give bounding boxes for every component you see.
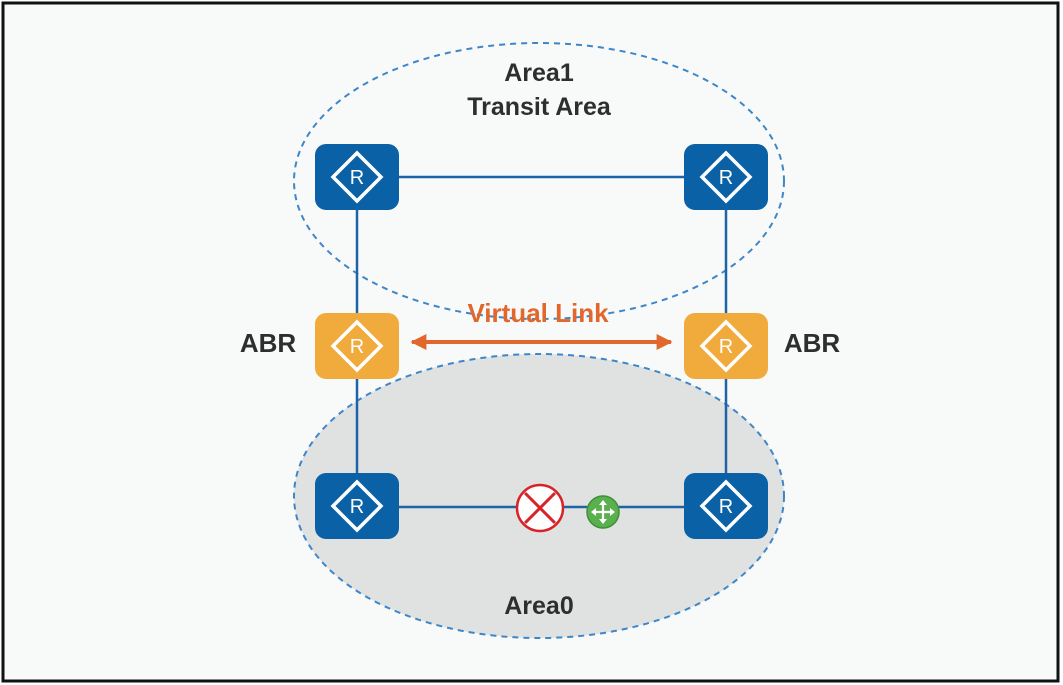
router-area1-right: R <box>684 144 768 210</box>
router-glyph: R <box>350 496 364 518</box>
virtual-link-label: Virtual Link <box>467 298 609 328</box>
area0-title: Area0 <box>504 592 574 620</box>
area1-title: Area1 <box>504 59 574 87</box>
area1-subtitle: Transit Area <box>467 93 612 121</box>
abr-right-label: ABR <box>784 328 841 358</box>
router-glyph: R <box>719 167 733 189</box>
router-abr-left: R <box>315 313 399 379</box>
router-area0-right: R <box>684 473 768 539</box>
move-cursor-icon[interactable] <box>586 495 620 529</box>
router-abr-right: R <box>684 313 768 379</box>
router-glyph: R <box>719 336 733 358</box>
area1-boundary <box>293 42 785 320</box>
router-area1-left: R <box>315 144 399 210</box>
router-area0-left: R <box>315 473 399 539</box>
x-circle-icon <box>515 483 565 533</box>
abr-left-label: ABR <box>240 328 297 358</box>
router-glyph: R <box>350 336 364 358</box>
router-glyph: R <box>719 496 733 518</box>
router-glyph: R <box>350 167 364 189</box>
